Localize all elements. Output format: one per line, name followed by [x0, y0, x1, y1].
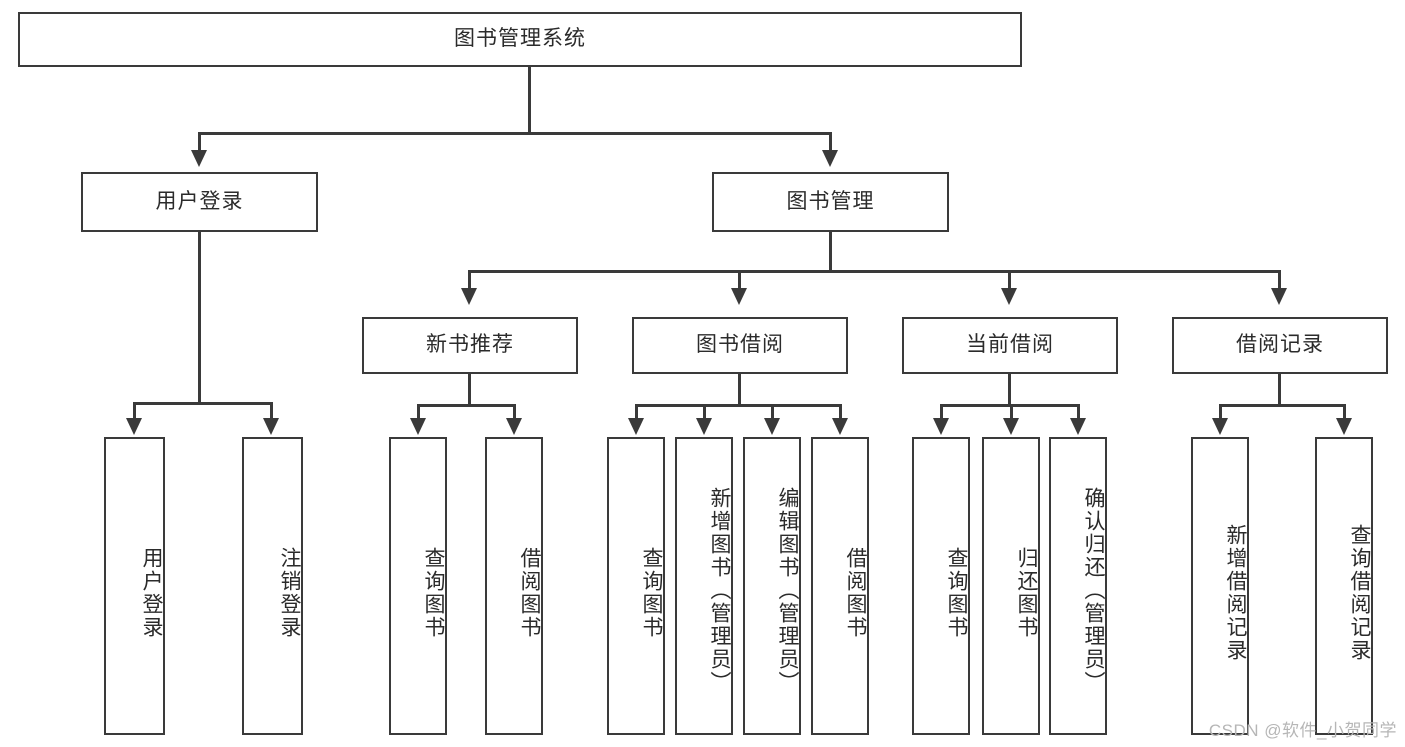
- connector-user-login-down: [198, 232, 201, 404]
- connector-root-to-book-management: [829, 132, 832, 152]
- leaf-edit-book[interactable]: 编辑图书（管理员）: [743, 437, 801, 735]
- arrow-new-book-leaf-2: [506, 418, 522, 435]
- arrow-borrow-record-leaf-1: [1212, 418, 1228, 435]
- connector-root-to-user-login: [198, 132, 201, 152]
- leaf-return-book[interactable]: 归还图书: [982, 437, 1040, 735]
- connector-new-book-down: [468, 374, 471, 406]
- arrow-bm-to-new-book: [461, 288, 477, 305]
- node-new-book-recommend-label: 新书推荐: [426, 333, 514, 357]
- connector-user-login-leaf-2: [270, 402, 273, 420]
- watermark: CSDN @软件_小贺同学: [1208, 721, 1397, 740]
- connector-current-borrow-down: [1008, 374, 1011, 406]
- connector-book-borrow-leaf-2: [703, 404, 706, 420]
- leaf-add-book[interactable]: 新增图书（管理员）: [675, 437, 733, 735]
- arrow-borrow-record-leaf-2: [1336, 418, 1352, 435]
- leaf-user-login-label: 用户登录: [140, 547, 163, 639]
- connector-borrow-record-leaf-1: [1219, 404, 1222, 420]
- leaf-edit-book-label: 编辑图书（管理员）: [776, 486, 799, 694]
- connector-bm-to-new-book: [468, 270, 471, 290]
- leaf-query-book-2-label: 查询图书: [640, 547, 663, 639]
- leaf-add-record-label: 新增借阅记录: [1224, 524, 1247, 662]
- arrow-book-borrow-leaf-2: [696, 418, 712, 435]
- arrow-root-to-user-login: [191, 150, 207, 167]
- leaf-logout-label: 注销登录: [278, 547, 301, 639]
- arrow-book-borrow-leaf-4: [832, 418, 848, 435]
- node-root[interactable]: 图书管理系统: [18, 12, 1022, 67]
- node-borrow-record-label: 借阅记录: [1236, 333, 1324, 357]
- arrow-bm-to-book-borrow: [731, 288, 747, 305]
- connector-borrow-record-down: [1278, 374, 1281, 406]
- leaf-borrow-book-1[interactable]: 借阅图书: [485, 437, 543, 735]
- leaf-query-book-3[interactable]: 查询图书: [912, 437, 970, 735]
- leaf-return-book-label: 归还图书: [1015, 547, 1038, 639]
- connector-user-login-bus: [133, 402, 272, 405]
- node-book-management[interactable]: 图书管理: [712, 172, 949, 232]
- arrow-current-borrow-leaf-1: [933, 418, 949, 435]
- node-user-login[interactable]: 用户登录: [81, 172, 318, 232]
- arrow-new-book-leaf-1: [410, 418, 426, 435]
- node-current-borrow-label: 当前借阅: [966, 333, 1054, 357]
- node-book-management-label: 图书管理: [786, 189, 875, 213]
- connector-bm-to-book-borrow: [738, 270, 741, 290]
- arrow-book-borrow-leaf-3: [764, 418, 780, 435]
- node-user-login-label: 用户登录: [155, 189, 244, 213]
- leaf-borrow-book-2-label: 借阅图书: [844, 547, 867, 639]
- arrow-root-to-book-management: [822, 150, 838, 167]
- connector-root-bus: [198, 132, 831, 135]
- leaf-query-book-2[interactable]: 查询图书: [607, 437, 665, 735]
- leaf-borrow-book-2[interactable]: 借阅图书: [811, 437, 869, 735]
- connector-current-borrow-leaf-2: [1010, 404, 1013, 420]
- connector-bm-to-borrow-record: [1278, 270, 1281, 290]
- leaf-query-record[interactable]: 查询借阅记录: [1315, 437, 1373, 735]
- leaf-user-login[interactable]: 用户登录: [104, 437, 165, 735]
- connector-book-borrow-leaf-1: [635, 404, 638, 420]
- connector-new-book-leaf-2: [513, 404, 516, 420]
- leaf-borrow-book-1-label: 借阅图书: [518, 547, 541, 639]
- leaf-query-book-3-label: 查询图书: [945, 547, 968, 639]
- connector-book-borrow-leaf-3: [771, 404, 774, 420]
- connector-book-borrow-leaf-4: [839, 404, 842, 420]
- arrow-bm-to-borrow-record: [1271, 288, 1287, 305]
- connector-current-borrow-leaf-3: [1077, 404, 1080, 420]
- arrow-user-login-leaf-2: [263, 418, 279, 435]
- arrow-current-borrow-leaf-3: [1070, 418, 1086, 435]
- node-new-book-recommend[interactable]: 新书推荐: [362, 317, 578, 374]
- connector-book-borrow-down: [738, 374, 741, 406]
- node-borrow-record[interactable]: 借阅记录: [1172, 317, 1388, 374]
- arrow-user-login-leaf-1: [126, 418, 142, 435]
- connector-bm-to-current-borrow: [1008, 270, 1011, 290]
- arrow-current-borrow-leaf-2: [1003, 418, 1019, 435]
- arrow-book-borrow-leaf-1: [628, 418, 644, 435]
- connector-current-borrow-leaf-1: [940, 404, 943, 420]
- leaf-confirm-return[interactable]: 确认归还（管理员）: [1049, 437, 1107, 735]
- connector-book-borrow-bus: [635, 404, 840, 407]
- arrow-bm-to-current-borrow: [1001, 288, 1017, 305]
- connector-new-book-leaf-1: [417, 404, 420, 420]
- node-book-borrow-label: 图书借阅: [696, 333, 784, 357]
- node-book-borrow[interactable]: 图书借阅: [632, 317, 848, 374]
- leaf-logout[interactable]: 注销登录: [242, 437, 303, 735]
- leaf-add-record[interactable]: 新增借阅记录: [1191, 437, 1249, 735]
- connector-book-management-down: [829, 232, 832, 272]
- connector-current-borrow-bus: [940, 404, 1079, 407]
- connector-borrow-record-leaf-2: [1343, 404, 1346, 420]
- leaf-add-book-label: 新增图书（管理员）: [708, 486, 731, 694]
- connector-new-book-bus: [417, 404, 515, 407]
- connector-user-login-leaf-1: [133, 402, 136, 420]
- node-root-label: 图书管理系统: [454, 27, 586, 51]
- leaf-confirm-return-label: 确认归还（管理员）: [1082, 486, 1105, 694]
- node-current-borrow[interactable]: 当前借阅: [902, 317, 1118, 374]
- connector-book-management-bus: [468, 270, 1280, 273]
- connector-root-down: [528, 67, 531, 134]
- connector-borrow-record-bus: [1219, 404, 1345, 407]
- leaf-query-record-label: 查询借阅记录: [1348, 524, 1371, 662]
- leaf-query-book-1-label: 查询图书: [422, 547, 445, 639]
- leaf-query-book-1[interactable]: 查询图书: [389, 437, 447, 735]
